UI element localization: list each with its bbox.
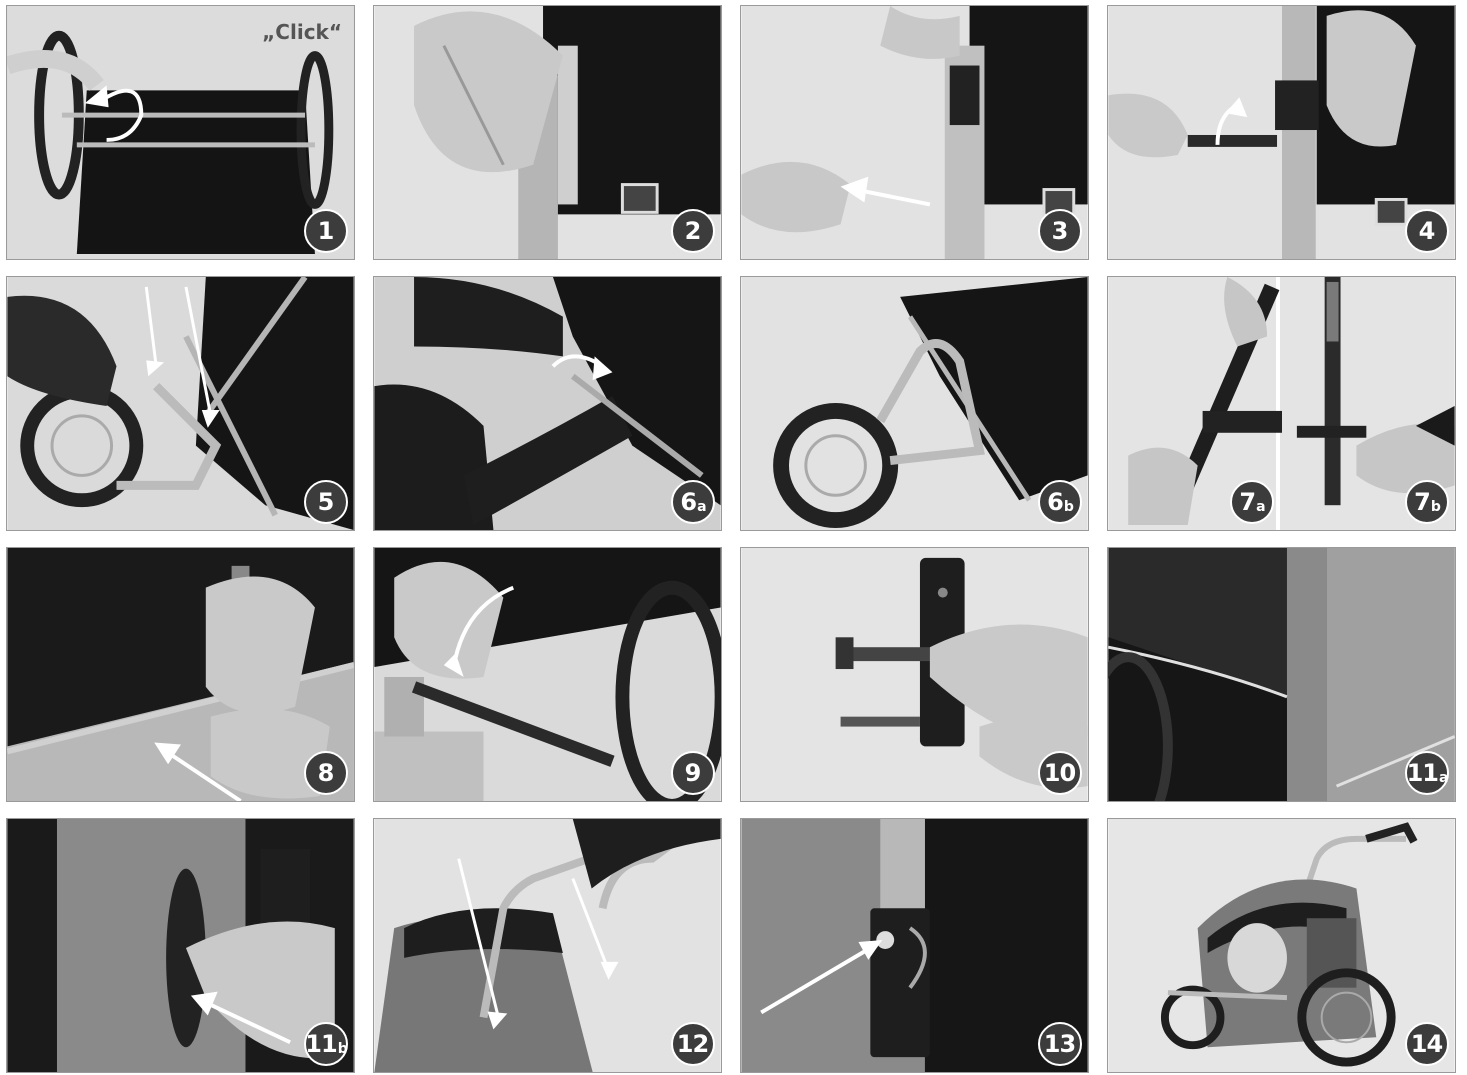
step-14-photo: [1108, 819, 1455, 1072]
step-14-panel: 14: [1107, 818, 1456, 1073]
step-badge: 2: [671, 209, 715, 253]
step-6b-photo: [741, 277, 1088, 530]
step-9-photo: [374, 548, 721, 801]
step-badge: 3: [1038, 209, 1082, 253]
step-11b-photo: [7, 819, 354, 1072]
step-3-photo: [741, 6, 1088, 259]
step-11a-photo: [1108, 548, 1455, 801]
step-9-panel: 9: [373, 547, 722, 802]
step-13-photo: [741, 819, 1088, 1072]
step-1-panel: „Click“ 1: [6, 5, 355, 260]
step-5-photo: [7, 277, 354, 530]
step-badge: 12: [671, 1022, 715, 1066]
step-13-panel: 13: [740, 818, 1089, 1073]
step-5-panel: 5: [6, 276, 355, 531]
step-2-panel: 2: [373, 5, 722, 260]
step-12-photo: [374, 819, 721, 1072]
click-caption: „Click“: [262, 20, 342, 44]
step-badge: 10: [1038, 751, 1082, 795]
step-4-photo: [1108, 6, 1455, 259]
step-10-photo: [741, 548, 1088, 801]
step-badge: 13: [1038, 1022, 1082, 1066]
step-badge: 8: [304, 751, 348, 795]
step-3-panel: 3: [740, 5, 1089, 260]
step-8-panel: 8: [6, 547, 355, 802]
step-badge: 14: [1405, 1022, 1449, 1066]
step-8-photo: [7, 548, 354, 801]
step-10-panel: 10: [740, 547, 1089, 802]
step-2-photo: [374, 6, 721, 259]
step-4-panel: 4: [1107, 5, 1456, 260]
step-badge: 9: [671, 751, 715, 795]
step-badge: 4: [1405, 209, 1449, 253]
step-badge: 1: [304, 209, 348, 253]
step-6a-photo: [374, 277, 721, 530]
step-7-photo: [1108, 277, 1455, 530]
step-badge: 5: [304, 480, 348, 524]
step-12-panel: 12: [373, 818, 722, 1073]
